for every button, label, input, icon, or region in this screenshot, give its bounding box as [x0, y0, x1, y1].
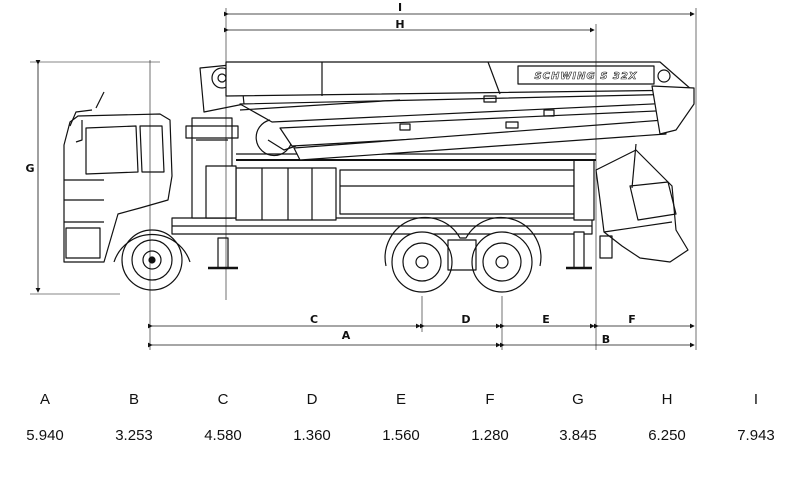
spec-column: I 7.943	[726, 390, 786, 446]
spec-column: H 6.250	[637, 390, 697, 446]
spec-letter: F	[485, 391, 495, 408]
spec-letter: A	[39, 391, 50, 408]
spec-letter: E	[395, 391, 406, 408]
dimension-spec-table: A 5.940 B 3.253 C 4.580 D 1.360 E 1.560 …	[0, 390, 800, 450]
spec-column: A 5.940	[15, 390, 75, 446]
dim-label-a: A	[342, 329, 351, 342]
spec-value: 1.560	[382, 427, 420, 444]
spec-column: B 3.253	[104, 390, 164, 446]
spec-column: E 1.560	[371, 390, 431, 446]
spec-value: 7.943	[737, 427, 775, 444]
spec-column: D 1.360	[282, 390, 342, 446]
spec-value: 3.845	[559, 427, 597, 444]
dim-label-c: C	[310, 313, 318, 326]
truck-outline	[63, 63, 689, 293]
spec-column: F 1.280	[460, 390, 520, 446]
spec-value: 3.253	[115, 427, 153, 444]
spec-letter: G	[572, 391, 584, 408]
spec-value: 1.280	[471, 427, 509, 444]
dim-label-e: E	[542, 313, 550, 326]
dim-label-i: I	[398, 1, 402, 14]
spec-letter: B	[128, 391, 139, 408]
spec-value: 1.360	[293, 427, 331, 444]
spec-column: C 4.580	[193, 390, 253, 446]
spec-value: 5.940	[26, 427, 64, 444]
spec-column: G 3.845	[548, 390, 608, 446]
dimension-labels: I H G C D E F A B	[25, 1, 635, 346]
dim-label-h: H	[395, 18, 404, 31]
spec-letter: I	[753, 391, 759, 408]
dim-label-g: G	[25, 162, 34, 175]
dim-label-f: F	[628, 313, 636, 326]
spec-letter: C	[217, 391, 229, 408]
spec-letter: H	[661, 391, 673, 408]
boom-logo: SCHWING S 32X	[534, 71, 637, 82]
dim-label-d: D	[461, 313, 470, 326]
truck-dimension-drawing: SCHWING S 32X I H G C D E F A B	[25, 1, 697, 350]
spec-value: 6.250	[648, 427, 686, 444]
dimension-lines	[30, 8, 697, 350]
spec-value: 4.580	[204, 427, 242, 444]
dim-label-b: B	[602, 333, 610, 346]
spec-letter: D	[306, 391, 318, 408]
